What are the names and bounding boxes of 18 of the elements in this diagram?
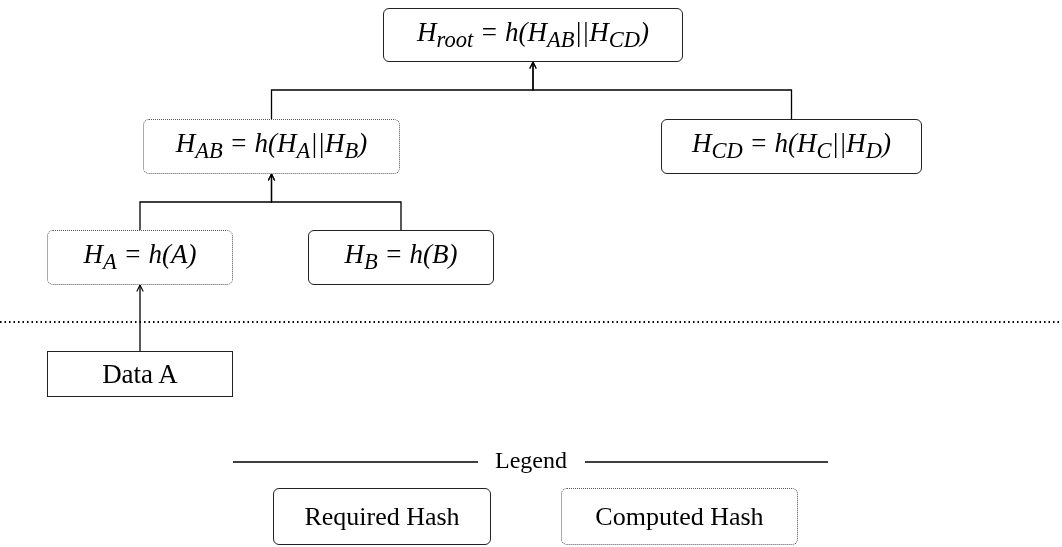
arrow (267, 173, 402, 231)
node-text: H$_{B}$ = h(B) (344, 239, 458, 276)
node-text: H$_{root}$ = h(H$_{AB}$||H$_{CD}$) (417, 16, 649, 54)
arrow (529, 61, 793, 120)
node-text: Data A (102, 358, 178, 390)
required-hash-box (308, 230, 494, 285)
required-hash-box (661, 119, 922, 174)
arrow (136, 284, 144, 352)
node-text: H$_{A}$ = h(A) (83, 239, 197, 276)
computed-hash-box (143, 119, 400, 174)
legend-title: Legend (494, 447, 568, 474)
computed-hash-box (47, 230, 233, 285)
node-text: H$_{CD}$ = h(H$_{C}$||H$_{D}$) (691, 128, 892, 165)
node-text: H$_{AB}$ = h(H$_{A}$||H$_{B}$) (175, 128, 368, 165)
legend-text: Computed Hash (595, 501, 764, 532)
data-box (47, 351, 233, 397)
legend-text: Required Hash (304, 501, 460, 532)
required-hash-box (383, 8, 683, 62)
